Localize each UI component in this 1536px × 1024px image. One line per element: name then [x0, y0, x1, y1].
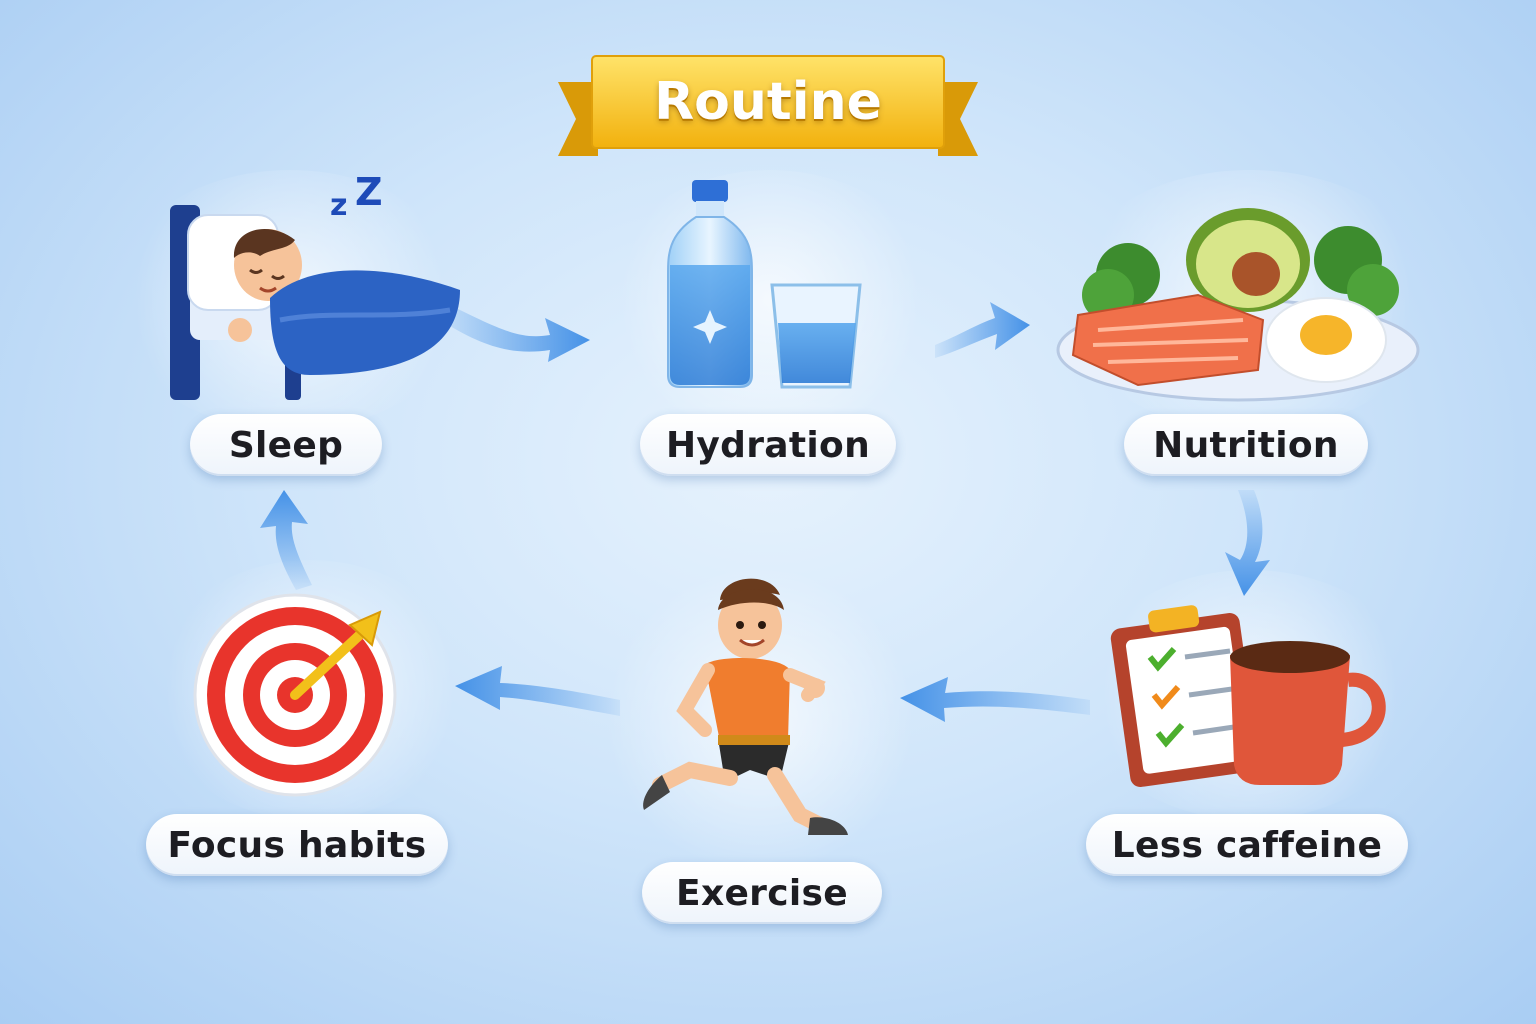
svg-text:z: z [330, 188, 347, 223]
arrow-sleep-to-hydration [440, 300, 590, 362]
step-label-sleep: Sleep [190, 414, 382, 476]
step-label-less-caffeine: Less caffeine [1086, 814, 1408, 876]
checklist-coffee-icon [1110, 605, 1386, 787]
arrow-caffeine-to-exercise [900, 677, 1090, 722]
step-label-nutrition: Nutrition [1124, 414, 1368, 476]
hydration-glow [600, 170, 940, 430]
healthy-food-plate-icon [1056, 208, 1420, 402]
water-bottle-glass-icon [667, 180, 862, 389]
title-text: Routine [654, 72, 882, 132]
sleep-bed-icon: z Z [170, 170, 460, 400]
arrow-focus-to-sleep [260, 490, 312, 590]
arrow-hydration-to-nutrition [935, 302, 1030, 358]
svg-text:Z: Z [355, 170, 383, 214]
step-label-exercise: Exercise [642, 862, 882, 924]
step-label-focus-habits: Focus habits [146, 814, 448, 876]
title-banner [558, 55, 978, 156]
arrow-exercise-to-focus [455, 666, 620, 716]
target-dart-icon [193, 593, 397, 797]
step-label-hydration: Hydration [640, 414, 896, 476]
running-person-icon [643, 578, 848, 835]
arrow-nutrition-to-caffeine [1225, 490, 1270, 596]
